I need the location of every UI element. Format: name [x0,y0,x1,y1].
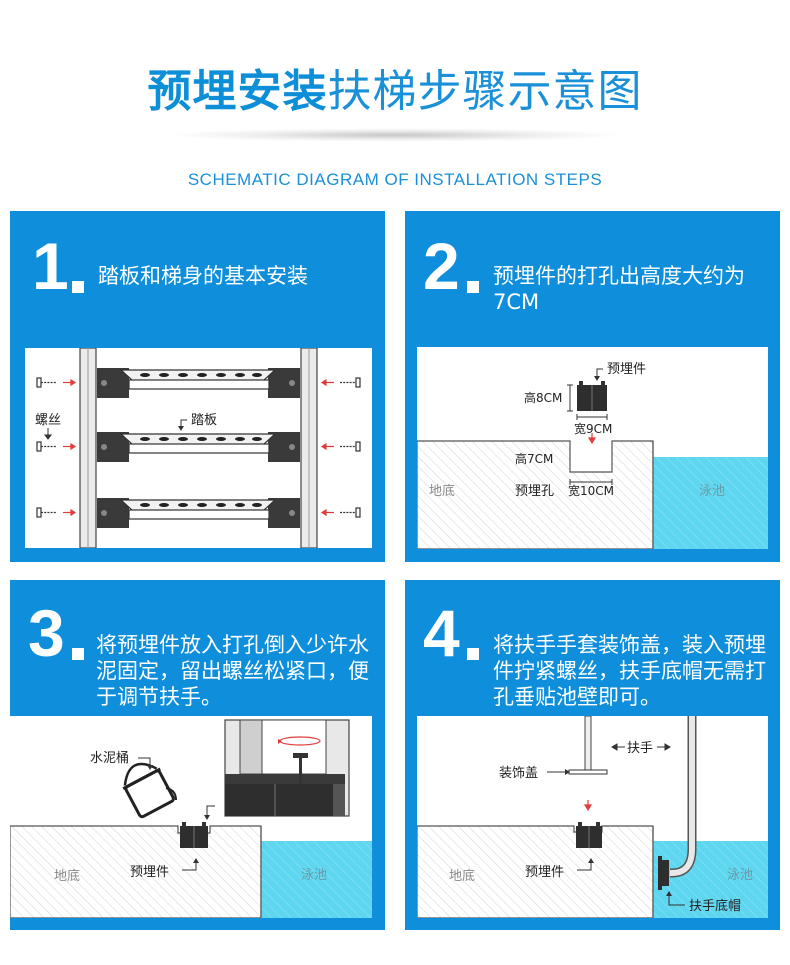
label-pool-3: 泳池 [301,868,327,883]
tread-3 [97,498,300,528]
page-title: 预埋安装扶梯步骤示意图 [0,62,790,122]
label-ground-4: 地底 [449,868,475,884]
label-pool-4: 泳池 [727,868,753,883]
step-3-text: 将预埋件放入打孔倒入少许水泥固定，留出螺丝松紧口，便于调节扶手。 [96,633,369,709]
step-3-panel: 3 将预埋件放入打孔倒入少许水泥固定，留出螺丝松紧口，便于调节扶手。 [10,580,385,930]
label-w9: 宽9CM [574,421,612,436]
label-pool: 泳池 [699,484,725,499]
step-2-dot [467,281,479,293]
label-screw: 螺丝 [35,413,61,428]
step-2-diagram: 预埋件 高8CM 宽9CM 高7CM 地底 预埋孔 宽10CM 泳池 [417,347,768,549]
label-embed: 预埋件 [607,362,646,377]
step-1-panel: 1 踏板和梯身的基本安装 [10,211,385,562]
label-embed-4: 预埋件 [525,865,564,880]
step-4-text: 将扶手手套装饰盖，装入预埋件拧紧螺丝，扶手底帽无需打孔垂贴池壁即可。 [493,633,766,709]
title-shadow [165,128,625,142]
step-2-text: 预埋件的打孔出高度大约为7CM [493,264,745,314]
label-w10: 宽10CM [568,483,614,498]
arrows-left [63,378,77,517]
cement-bucket-icon [122,762,177,819]
label-bucket: 水泥桶 [90,751,129,766]
label-ground: 地底 [429,483,455,499]
step-2-number: 2 [423,229,460,303]
label-step: 踏板 [191,413,217,428]
step-1-number: 1 [32,229,69,303]
arrows-right [320,378,334,517]
step-1-diagram: 螺丝 踏板 [25,348,372,548]
tread-2 [97,432,300,462]
title-bold: 预埋安装 [147,66,328,117]
label-handrail: 扶手 [627,741,653,756]
step-4-panel: 4 将扶手手套装饰盖，装入预埋件拧紧螺丝，扶手底帽无需打孔垂贴池壁即可。 [405,580,780,930]
step-4-number: 4 [423,596,460,670]
screws-right [340,377,361,518]
step-3-diagram: 水泥桶 地底 预埋件 泳池 [10,716,372,918]
step-3-dot [72,648,84,660]
step-1-dot [72,281,84,293]
step-4-dot [467,648,479,660]
page-subtitle: SCHEMATIC DIAGRAM OF INSTALLATION STEPS [187,170,603,189]
step-1-text: 踏板和梯身的基本安装 [98,264,308,288]
step-3-number: 3 [28,596,65,670]
tread-1 [97,368,300,398]
step-2-panel: 2 预埋件的打孔出高度大约为7CM 预埋件 高8CM [405,211,780,562]
label-ground-3: 地底 [54,868,80,884]
label-hole: 预埋孔 [515,484,554,499]
label-h8: 高8CM [524,390,562,405]
label-cap: 扶手底帽 [689,898,741,914]
label-h7: 高7CM [515,451,553,466]
label-cover: 装饰盖 [499,766,538,781]
step-4-diagram: 扶手 装饰盖 地底 预埋件 泳池 扶手底帽 [417,716,768,918]
screws-left [36,377,57,518]
label-embed-3: 预埋件 [130,865,169,880]
title-rest: 扶梯步骤示意图 [327,66,643,117]
